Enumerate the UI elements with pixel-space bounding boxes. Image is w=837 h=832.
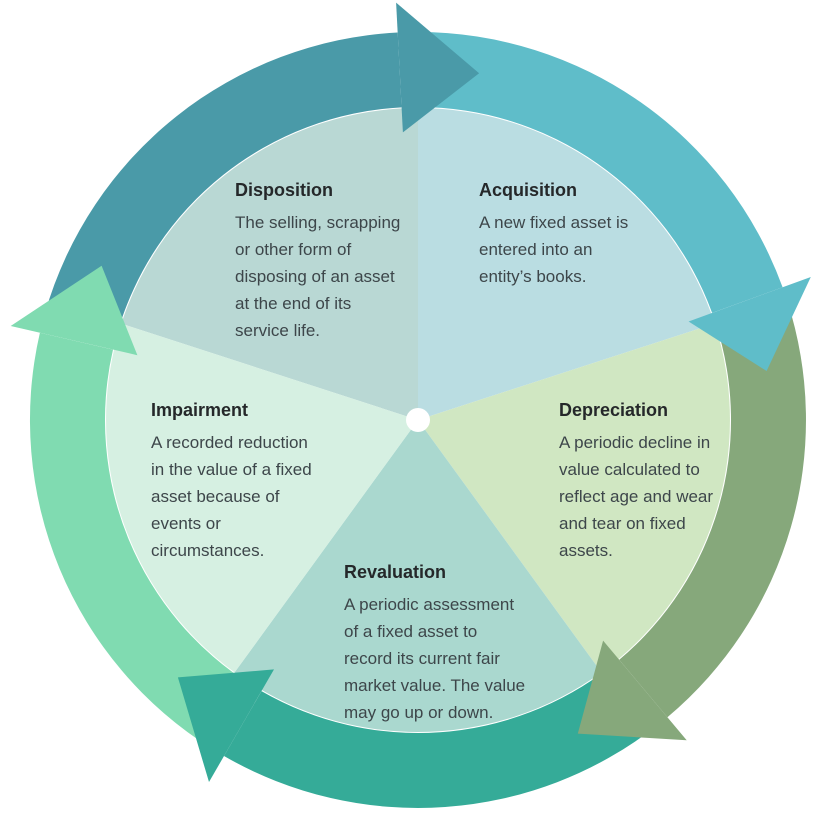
segment-description-impairment: A recorded reduction in the value of a f… (151, 432, 312, 561)
arrow-left-head (10, 265, 138, 356)
segment-description-revaluation: A periodic assessment of a fixed asset t… (344, 594, 526, 723)
arrow-top-band (45, 32, 402, 334)
segment-description-acquisition: A new fixed asset is entered into an ent… (479, 212, 629, 286)
segment-label-acquisition: Acquisition A new fixed asset is entered… (479, 180, 633, 290)
arrow-top-head (396, 2, 480, 133)
wedge-acquisition (418, 108, 715, 420)
wedge-impairment (106, 323, 418, 673)
segment-description-depreciation: A periodic decline in value calculated t… (559, 432, 714, 561)
center-dot (406, 408, 430, 432)
arrow-bottom-right-band (619, 300, 806, 718)
arrow-left-band (29, 332, 253, 749)
wedge-depreciation (418, 323, 730, 673)
segment-title-depreciation: Depreciation (559, 400, 669, 420)
segment-title-acquisition: Acquisition (479, 180, 577, 200)
segment-title-disposition: Disposition (235, 180, 333, 200)
wedge-revaluation (234, 420, 602, 732)
arrow-right-band (418, 32, 783, 313)
segment-label-disposition: Disposition The selling, scrapping or ot… (235, 180, 405, 345)
segment-label-revaluation: Revaluation A periodic assessment of a f… (344, 562, 526, 727)
segment-title-revaluation: Revaluation (344, 562, 447, 582)
segment-title-impairment: Impairment (151, 400, 249, 420)
arrow-bottom-left-band (224, 666, 657, 808)
segment-label-depreciation: Depreciation A periodic decline in value… (559, 400, 715, 565)
segment-description-disposition: The selling, scrapping or other form of … (235, 212, 401, 341)
wedge-disposition (121, 108, 419, 420)
segment-label-impairment: Impairment A recorded reduction in the v… (151, 400, 323, 565)
arrow-bottom-left-head (177, 669, 274, 782)
arrow-bottom-right-head (577, 640, 687, 741)
arrow-right-head (688, 277, 811, 371)
